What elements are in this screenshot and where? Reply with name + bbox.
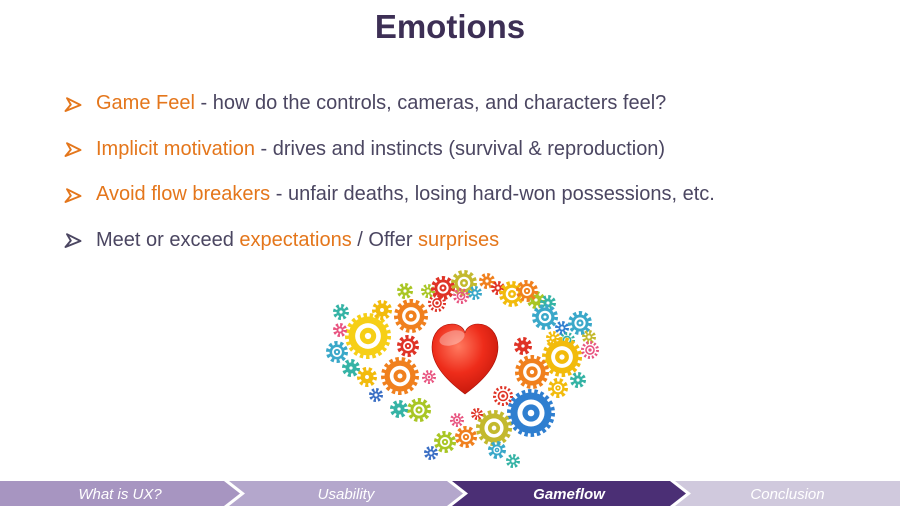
- gear-icon: [471, 408, 483, 420]
- nav-segment-usability[interactable]: Usability: [229, 481, 463, 506]
- gear-icon: [506, 454, 520, 468]
- bullet-list: Game Feel - how do the controls, cameras…: [64, 81, 854, 263]
- gear-icon: [450, 413, 464, 427]
- slide-title: Emotions: [374, 8, 526, 45]
- gear-icon: [582, 330, 596, 344]
- gear-icon: [515, 355, 549, 389]
- gear-icon: [422, 370, 436, 384]
- nav-segment-shape-what-is-ux[interactable]: [0, 481, 240, 506]
- bullet-text-segment: Meet or exceed: [96, 228, 240, 251]
- gear-icon: [407, 398, 431, 422]
- bullet-text-segment: expectations: [239, 228, 352, 251]
- bullet-arrow-icon: [64, 233, 82, 249]
- nav-progress-bar: What is UX? Usability Gameflow Conclusion: [0, 481, 900, 506]
- bullet-text-segment: surprises: [418, 228, 500, 251]
- nav-label-conclusion[interactable]: Conclusion: [750, 486, 824, 503]
- gear-icon: [581, 341, 599, 359]
- gear-icon: [424, 446, 438, 460]
- nav-segment-what-is-ux[interactable]: What is UX?: [0, 481, 240, 506]
- bullet-arrow-icon: [64, 97, 82, 112]
- nav-segment-shape-conclusion[interactable]: [675, 481, 900, 506]
- bullet-text-segment: / Offer: [351, 228, 419, 251]
- bullet-text: Meet or exceed expectations / Offer surp…: [96, 229, 499, 252]
- gear-icon: [568, 311, 592, 335]
- gear-icon: [532, 304, 558, 330]
- heart-icon: [431, 323, 499, 395]
- gear-icon: [542, 337, 582, 377]
- bullet-text-segment: - drives and instincts (survival & repro…: [254, 137, 666, 160]
- bullet-text: Avoid flow breakers - unfair deaths, los…: [96, 183, 715, 206]
- bullet-text-segment: Avoid flow breakers: [96, 183, 271, 206]
- gear-icon: [476, 410, 512, 446]
- gear-icon: [516, 280, 538, 302]
- brain-gears-heart-illustration: [326, 270, 599, 468]
- bullet-arrow-icon: [64, 188, 82, 203]
- gear-icon: [514, 337, 532, 355]
- nav-segment-shape-usability[interactable]: [229, 481, 463, 506]
- gear-icon: [479, 273, 495, 289]
- gear-icon: [507, 389, 555, 437]
- gear-icon: [548, 378, 568, 398]
- nav-segment-conclusion[interactable]: Conclusion: [675, 481, 900, 506]
- gear-icon: [488, 441, 506, 459]
- gear-icon: [345, 313, 391, 359]
- gear-icon: [570, 372, 586, 388]
- gear-icon: [394, 299, 428, 333]
- bullet-text: Implicit motivation - drives and instinc…: [96, 138, 665, 161]
- gear-icon: [397, 335, 419, 357]
- nav-segment-shape-gameflow[interactable]: [452, 481, 686, 506]
- nav-segment-gameflow[interactable]: Gameflow: [452, 481, 686, 506]
- bullet-text-segment: Game Feel: [96, 92, 195, 115]
- gear-icon: [390, 400, 408, 418]
- gear-icon: [421, 284, 435, 298]
- bullet-text-segment: - unfair deaths, losing hard-won possess…: [270, 183, 715, 206]
- gear-icon: [455, 426, 477, 448]
- bullet-item: Game Feel - how do the controls, cameras…: [64, 81, 854, 127]
- gear-icon: [333, 304, 349, 320]
- gears-cluster: [326, 270, 599, 468]
- gear-icon: [431, 276, 455, 300]
- gear-icon: [493, 386, 513, 406]
- gear-icon: [468, 286, 482, 300]
- gear-icon: [555, 321, 569, 335]
- gear-icon: [372, 300, 392, 320]
- bullet-arrow-icon: [64, 142, 82, 158]
- gear-icon: [326, 341, 348, 363]
- gear-icon: [369, 388, 383, 402]
- gear-icon: [434, 431, 456, 453]
- gear-icon: [428, 294, 446, 312]
- gear-icon: [357, 367, 377, 387]
- bullet-item: Implicit motivation - drives and instinc…: [64, 127, 854, 173]
- nav-label-usability[interactable]: Usability: [318, 486, 376, 503]
- nav-label-gameflow[interactable]: Gameflow: [533, 486, 606, 503]
- bullet-text-segment: Implicit motivation: [96, 137, 255, 160]
- bullet-item: Avoid flow breakers - unfair deaths, los…: [64, 172, 854, 218]
- bullet-text-segment: - how do the controls, cameras, and char…: [194, 92, 667, 115]
- gear-icon: [342, 359, 360, 377]
- gear-icon: [453, 288, 469, 304]
- nav-label-what-is-ux[interactable]: What is UX?: [78, 486, 162, 503]
- gear-icon: [451, 270, 477, 296]
- gear-icon: [381, 357, 419, 395]
- gear-icon: [333, 323, 347, 337]
- bullet-text: Game Feel - how do the controls, cameras…: [96, 92, 666, 115]
- bullet-item: Meet or exceed expectations / Offer surp…: [64, 218, 854, 264]
- gear-icon: [397, 283, 413, 299]
